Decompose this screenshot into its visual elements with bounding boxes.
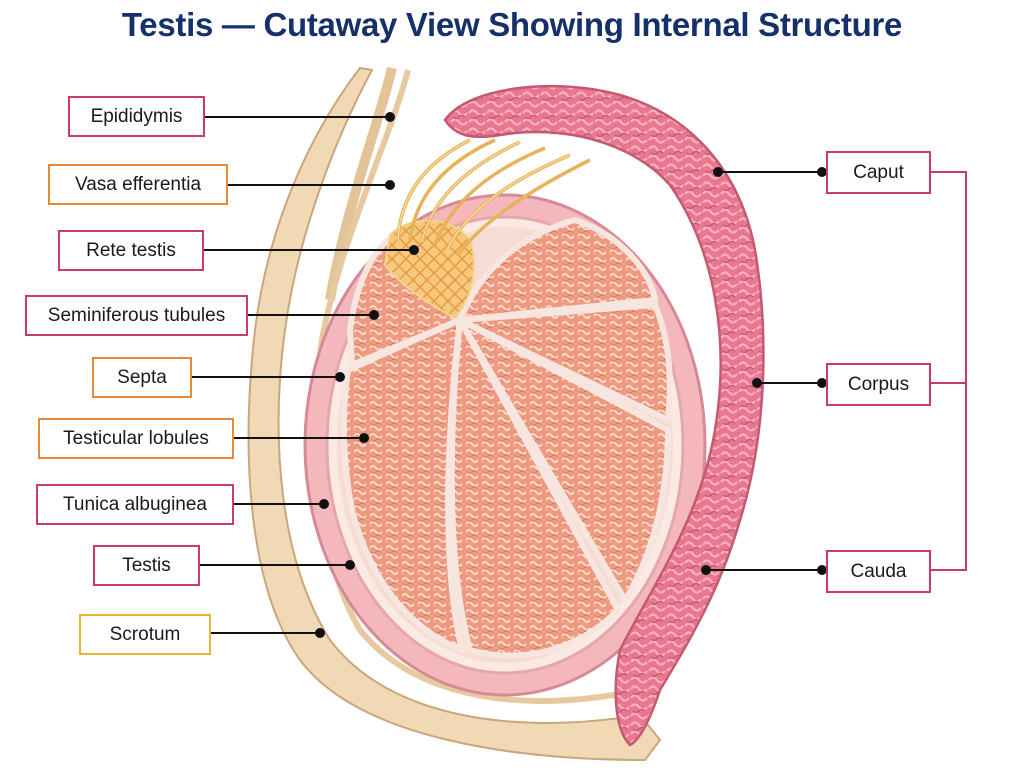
testicular-lobules xyxy=(340,216,673,659)
leader-lines xyxy=(192,112,827,638)
label-corpus: Corpus xyxy=(826,363,931,406)
label-rete-testis: Rete testis xyxy=(58,230,204,271)
label-scrotum: Scrotum xyxy=(79,614,211,655)
label-seminiferous-tubules: Seminiferous tubules xyxy=(25,295,248,336)
label-septa: Septa xyxy=(92,357,192,398)
diagram-title: Testis — Cutaway View Showing Internal S… xyxy=(121,6,903,43)
label-cauda: Cauda xyxy=(826,550,931,593)
label-caput: Caput xyxy=(826,151,931,194)
label-testicular-lobules: Testicular lobules xyxy=(38,418,234,459)
scrotum-wall xyxy=(247,66,662,762)
label-vasa-efferentia: Vasa efferentia xyxy=(48,164,228,205)
epididymis-region-bracket xyxy=(931,171,967,571)
epididymis xyxy=(443,84,765,747)
label-epididymis: Epididymis xyxy=(68,96,205,137)
label-testis: Testis xyxy=(93,545,200,586)
label-tunica-albuginea: Tunica albuginea xyxy=(36,484,234,525)
